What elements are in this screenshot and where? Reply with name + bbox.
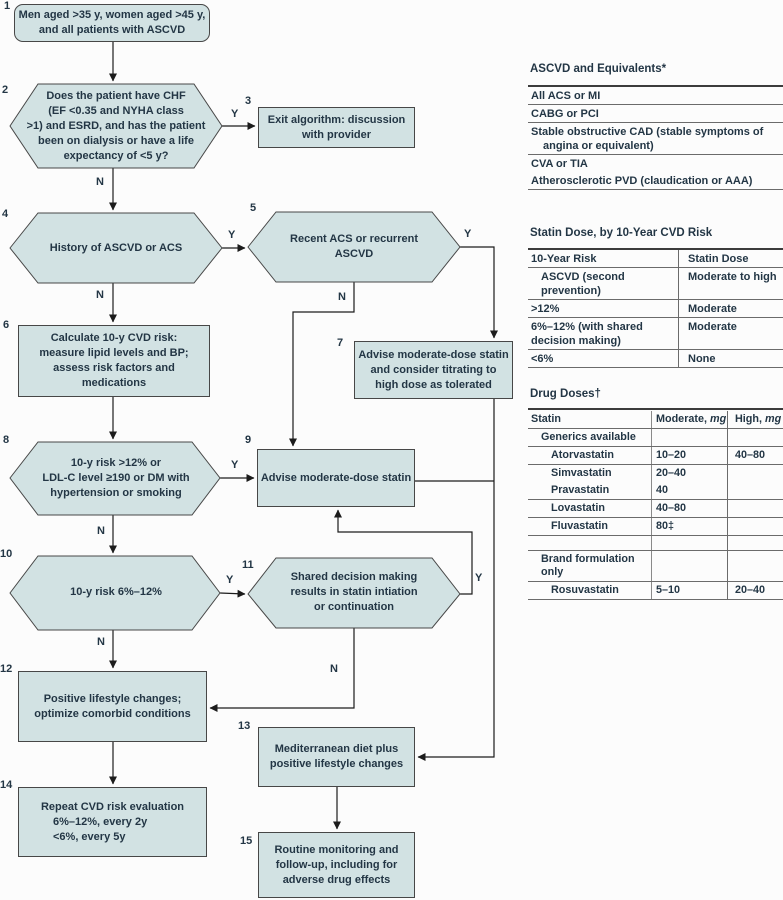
label-yes-2: Y (231, 108, 239, 120)
flow-node-11-hexagon (247, 557, 461, 629)
connector-5-yes-to-7 (460, 246, 498, 339)
step-number-13: 13 (238, 720, 251, 732)
column-header-high: High, mg (727, 411, 783, 428)
label-no-2: N (96, 176, 104, 188)
connector-10-yes-to-11 (219, 589, 246, 598)
flow-node-10-hexagon (9, 555, 221, 631)
column-header-moderate: Moderate, mg (651, 411, 727, 428)
label-yes-8: Y (231, 459, 239, 471)
step-number-5: 5 (250, 202, 257, 214)
label-no-10: N (97, 636, 105, 648)
label-yes-4: Y (228, 229, 236, 241)
table-row: CVA or TIA (531, 158, 588, 170)
label-yes-5: Y (464, 228, 472, 240)
statin-dose-title: Statin Dose, by 10-Year CVD Risk (530, 227, 713, 239)
label-yes-10: Y (226, 574, 234, 586)
flow-node-1: Men aged >35 y, women aged >45 y,and all… (14, 4, 210, 42)
connector-7-to-13 (417, 399, 495, 761)
flow-node-2-content: Does the patient have CHF(EF <0.35 and N… (26, 89, 206, 162)
table-row: Stable obstructive CAD (stable symptoms … (528, 123, 783, 155)
step-number-10: 10 (0, 548, 13, 560)
connector-11-yes-to-9 (334, 509, 473, 595)
label-no-11: N (330, 663, 338, 675)
flow-node-12: Positive lifestyle changes;optimize como… (18, 671, 207, 742)
flow-node-5-hexagon (247, 211, 461, 283)
step-number-7: 7 (337, 337, 344, 349)
step-number-6: 6 (3, 319, 10, 331)
flow-node-6: Calculate 10-y CVD risk:measure lipid le… (18, 325, 210, 397)
step-number-4: 4 (2, 208, 9, 220)
label-no-5: N (338, 291, 346, 303)
step-number-15: 15 (240, 835, 253, 847)
flow-node-1-text: Men aged >35 y, women aged >45 y,and all… (18, 9, 206, 36)
step-number-9: 9 (245, 434, 252, 446)
table-header-row: 10-Year Risk Statin Dose (528, 250, 783, 268)
drug-doses-title: Drug Doses† (530, 388, 601, 400)
label-no-4: N (96, 289, 104, 301)
connector-5-no-to-9 (289, 282, 355, 447)
step-number-11: 11 (242, 559, 254, 571)
flow-node-9-text: Advise moderate-dose statin (260, 471, 412, 484)
table-row: >12% Moderate (528, 300, 783, 318)
flow-node-4-content: History of ASCVD or ACS (49, 241, 183, 254)
flow-node-8-hexagon (9, 441, 221, 516)
table-row: All ACS or MI (528, 87, 783, 105)
flow-node-9: Advise moderate-dose statin (257, 449, 415, 507)
table-header-row: Statin Moderate, mg High, mg (528, 410, 783, 429)
column-header-statin: Statin (531, 413, 561, 425)
table-row: Atherosclerotic PVD (claudication or AAA… (531, 175, 753, 187)
drug-doses-table: Statin Moderate, mg High, mg Generics av… (528, 408, 783, 600)
ascvd-equivalents-table: All ACS or MI CABG or PCI Stable obstruc… (528, 85, 783, 190)
step-number-3: 3 (245, 95, 252, 107)
column-header-dose: Statin Dose (678, 250, 783, 267)
step-number-14: 14 (0, 779, 13, 791)
column-header-risk: 10-Year Risk (531, 253, 597, 265)
connector-11-no-to-12 (209, 628, 355, 712)
label-yes-11: Y (475, 572, 483, 584)
label-no-8: N (97, 525, 105, 537)
table-spacer-row (528, 536, 783, 551)
step-number-8: 8 (3, 434, 10, 446)
table-row: CABG or PCI (528, 105, 783, 123)
step-number-12: 12 (0, 663, 13, 675)
ascvd-equivalents-title: ASCVD and Equivalents* (530, 63, 667, 75)
table-row: <6% None (528, 350, 783, 368)
statin-dose-table: 10-Year Risk Statin Dose ASCVD (second p… (528, 248, 783, 368)
flow-node-12-text: Positive lifestyle changes;optimize como… (34, 692, 191, 720)
flow-node-4-hexagon (9, 212, 223, 284)
step-number-2: 2 (2, 84, 9, 96)
table-row: ASCVD (second prevention) Moderate to hi… (528, 268, 783, 300)
flow-node-2-hexagon (9, 83, 223, 169)
flow-node-10-content: 10-y risk 6%–12% (70, 586, 162, 598)
flow-node-6-text: Calculate 10-y CVD risk:measure lipid le… (39, 332, 189, 389)
table-group-row: Generics available (528, 429, 783, 447)
table-group-row: Brand formulation only (528, 551, 783, 582)
step-number-1: 1 (4, 0, 11, 12)
